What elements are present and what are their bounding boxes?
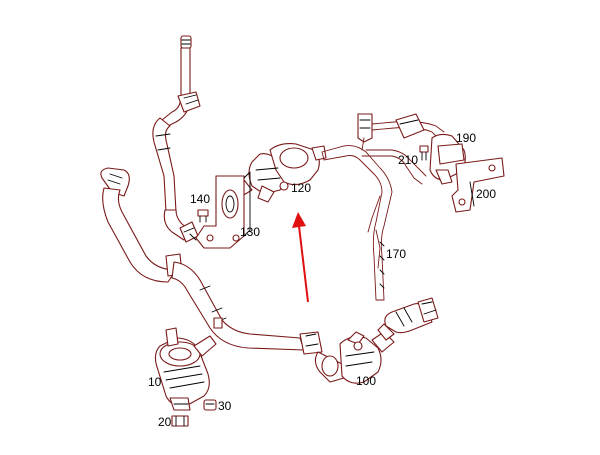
part-100-valve-housing [314,331,395,384]
part-140-bolt [197,209,209,223]
label-170: 170 [386,247,406,261]
part-170-line [321,113,445,301]
label-140: 140 [190,192,210,206]
label-120: 120 [291,181,311,195]
label-130: 130 [240,225,260,239]
label-30: 30 [218,399,232,413]
part-130-bracket [195,171,251,249]
label-200: 200 [476,187,496,201]
label-10: 10 [148,375,162,389]
main-coolant-hose [100,167,323,355]
label-100: 100 [356,374,376,388]
highlight-arrow [292,212,309,303]
part-30-grommet [203,399,217,411]
label-210: 210 [398,153,418,167]
part-200-bracket [451,157,505,213]
label-190: 190 [456,131,476,145]
short-hose-with-clamp [377,297,439,341]
part-20-clip [171,415,189,427]
upper-vertical-hose [152,35,201,243]
part-210-screw [419,145,429,161]
label-20: 20 [158,415,172,429]
part-10-water-pump [154,327,217,411]
part-120-valve [235,143,327,203]
